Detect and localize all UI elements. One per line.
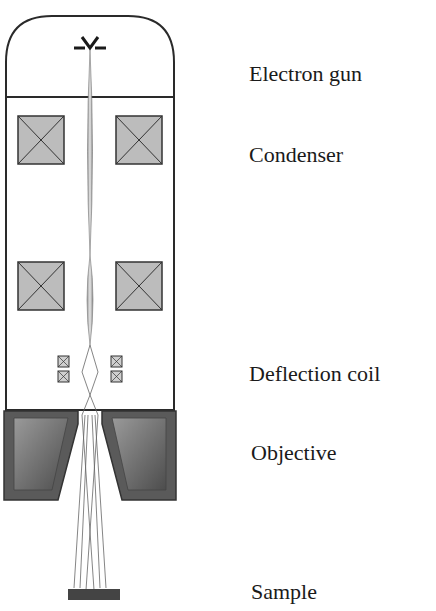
part-label: Deflection coil [249, 362, 380, 386]
deflection-coil [58, 356, 122, 382]
electron-beam [87, 50, 93, 345]
sample-stage [68, 589, 120, 600]
part-label: Condenser [249, 143, 343, 167]
part-label: Electron gun [249, 62, 362, 86]
objective-lens [4, 411, 176, 500]
electron-gun [74, 37, 106, 48]
coil-cross [18, 116, 162, 310]
coil-cross [58, 356, 122, 382]
column-housing [6, 16, 174, 410]
part-label: Sample [251, 580, 317, 604]
part-label: Objective [251, 441, 337, 465]
condenser-lens [18, 116, 162, 310]
beam-rays [74, 345, 106, 590]
